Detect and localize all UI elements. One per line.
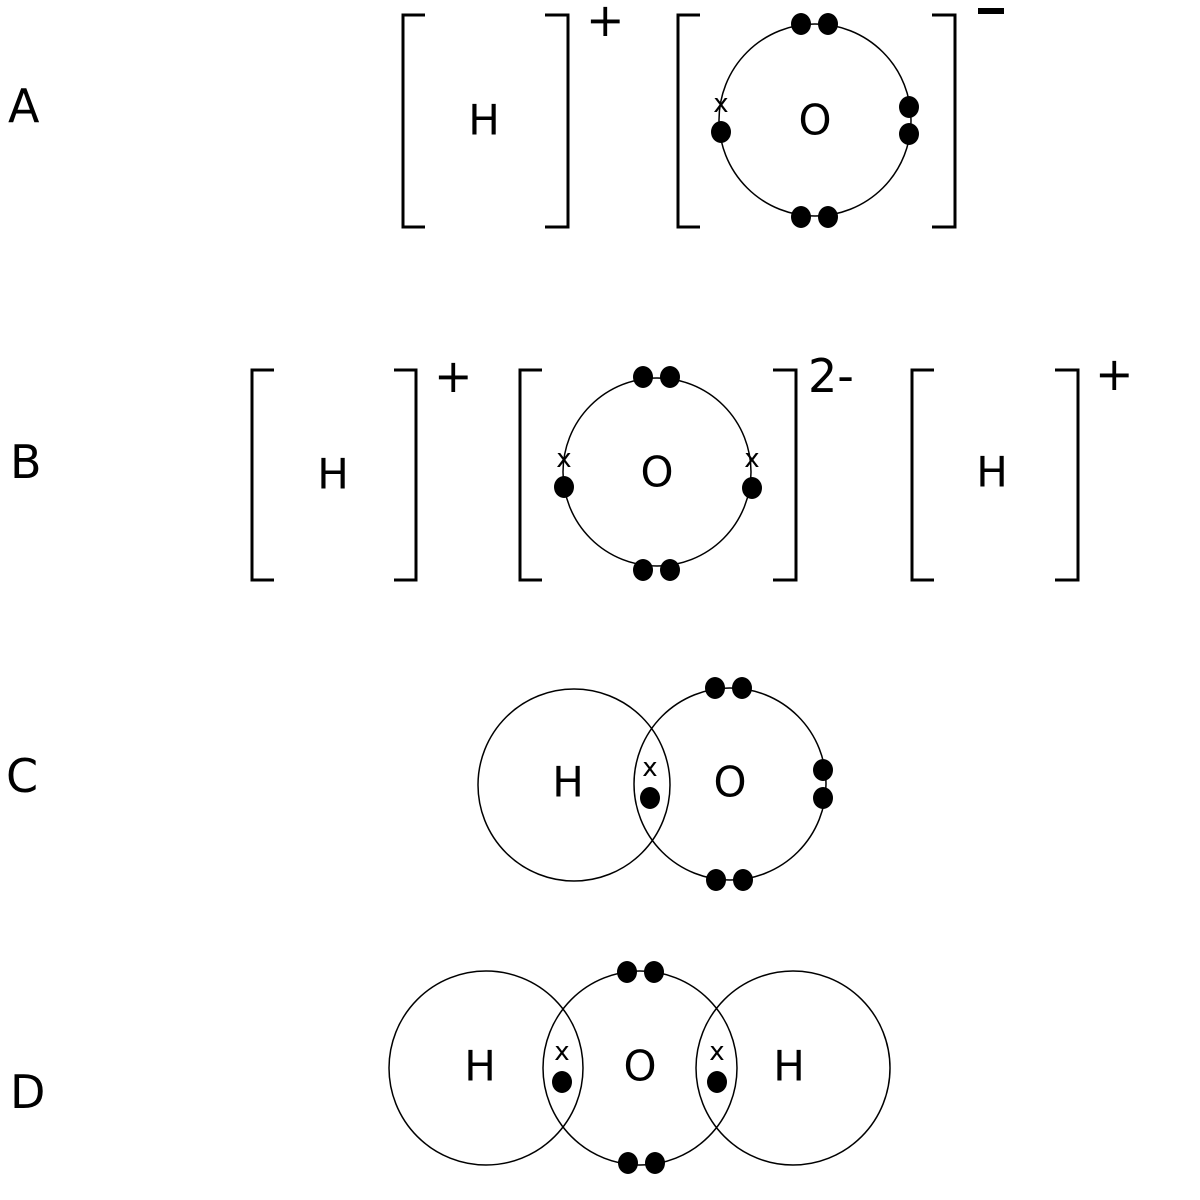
bracket-left (910, 368, 934, 582)
oxygen-symbol: O (713, 758, 746, 807)
bracket-right (545, 13, 570, 229)
electron-dot (660, 366, 680, 388)
hydrogen-symbol: H (468, 96, 500, 145)
bracket-right (932, 13, 957, 229)
electron-dot (617, 961, 637, 983)
option-b: B H + O 2- x x H + (10, 347, 1134, 582)
charge-label: + (434, 349, 473, 403)
electron-dot (791, 206, 811, 228)
option-c: C H O x (6, 677, 833, 891)
electron-dot (554, 476, 574, 498)
electron-cross: x (554, 1037, 569, 1067)
hydrogen-shell (695, 970, 891, 1166)
charge-label: 2- (808, 349, 854, 403)
hydrogen-symbol: H (464, 1042, 496, 1091)
hydrogen-symbol: H (976, 448, 1008, 497)
electron-dot (813, 759, 833, 781)
option-label-b: B (10, 435, 42, 489)
electron-dot (818, 206, 838, 228)
electron-dot (732, 677, 752, 699)
electron-dot (818, 13, 838, 35)
electron-dot (633, 559, 653, 581)
bracket-left (250, 368, 274, 582)
option-a: A H + O x (8, 0, 1004, 229)
option-label-a: A (8, 79, 40, 133)
electron-dot (899, 96, 919, 118)
electron-dot (705, 677, 725, 699)
electron-dot (644, 961, 664, 983)
electron-dot (899, 123, 919, 145)
electron-cross: x (642, 753, 657, 783)
oxygen-symbol: O (640, 448, 673, 497)
bracket-left (518, 368, 542, 582)
electron-cross: x (709, 1037, 724, 1067)
charge-label: + (1095, 347, 1134, 401)
electron-dot (742, 477, 762, 499)
bracket-right (773, 368, 798, 582)
hydrogen-shell (477, 688, 671, 882)
bracket-right (394, 368, 418, 582)
electron-dot (707, 1071, 727, 1093)
electron-dot (791, 13, 811, 35)
electron-dot (660, 559, 680, 581)
electron-dot (711, 121, 731, 143)
hydrogen-symbol: H (773, 1042, 805, 1091)
oxygen-shell (542, 970, 738, 1166)
oxygen-symbol: O (623, 1042, 656, 1091)
electron-dot (640, 787, 660, 809)
electron-cross: x (713, 89, 728, 119)
oxygen-symbol: O (798, 96, 831, 145)
bracket-right (1055, 368, 1080, 582)
charge-label (978, 8, 1004, 14)
hydrogen-symbol: H (552, 758, 584, 807)
bracket-left (676, 13, 700, 229)
electron-dot (813, 787, 833, 809)
electron-dot (645, 1152, 665, 1174)
bracket-left (401, 13, 425, 229)
oxygen-shell (562, 377, 752, 567)
hydrogen-symbol: H (317, 450, 349, 499)
option-d: D H O H x x (10, 961, 891, 1174)
electron-dot (552, 1071, 572, 1093)
oxygen-shell (718, 23, 912, 217)
hydrogen-shell (388, 970, 584, 1166)
oxygen-shell (633, 687, 827, 881)
electron-dot (733, 869, 753, 891)
option-label-c: C (6, 749, 38, 803)
option-label-d: D (10, 1065, 45, 1119)
electron-dot (706, 869, 726, 891)
electron-dot (618, 1152, 638, 1174)
electron-cross: x (556, 444, 571, 474)
electron-cross: x (744, 444, 759, 474)
electron-dot (633, 366, 653, 388)
charge-label: + (586, 0, 625, 47)
